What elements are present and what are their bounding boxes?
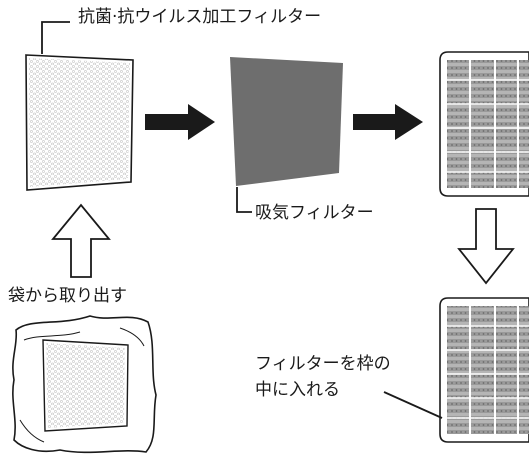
- arrow-right-icon: [145, 104, 215, 140]
- adsorption-filter-sheet: [230, 57, 343, 186]
- arrow-right-icon: [353, 104, 423, 140]
- insert-leader-line: [383, 391, 443, 419]
- filter-frame-bottom: [439, 297, 529, 443]
- adsorption-leader-line: [236, 187, 252, 213]
- adsorption-filter-label: 吸気フィルター: [255, 203, 374, 223]
- filter-in-bag: [12, 315, 157, 454]
- antibacterial-leader-line: [41, 21, 70, 54]
- insert-instruction-line1: フィルターを枠の: [255, 354, 391, 374]
- antibacterial-filter-sheet: [25, 54, 134, 191]
- insert-instruction-line2: 中に入れる: [255, 380, 340, 400]
- arrow-down-outline-icon: [457, 208, 515, 285]
- antibacterial-filter-label: 抗菌·抗ウイルス加工フィルター: [78, 7, 322, 27]
- remove-from-bag-label: 袋から取り出す: [8, 286, 127, 306]
- filter-frame-top: [439, 51, 529, 197]
- arrow-up-outline-icon: [51, 203, 111, 278]
